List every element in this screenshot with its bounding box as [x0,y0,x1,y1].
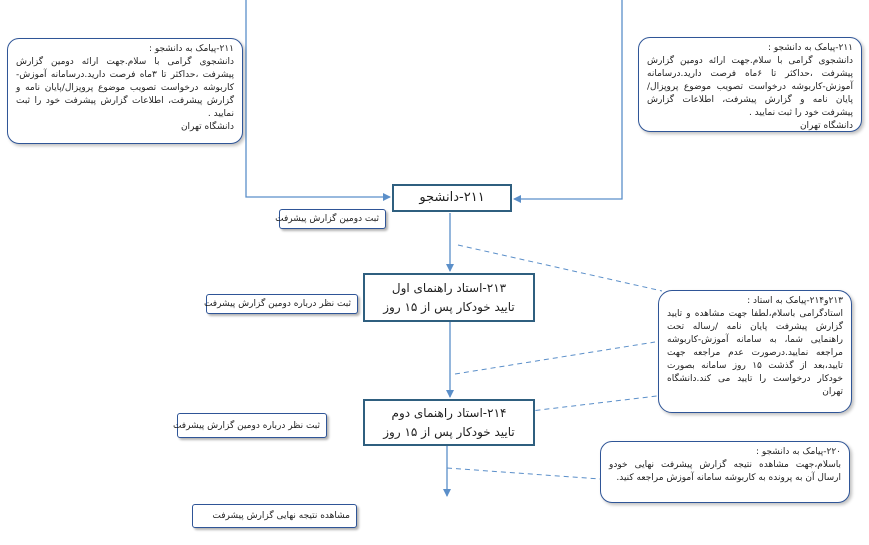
advisor2-tag-label: ثبت نظر درباره دومین گزارش پیشرفت [172,421,320,431]
advisor2-node: ۲۱۴-استاد راهنمای دوم تایید خودکار پس از… [363,399,535,446]
sms-callout-result: ۲۲۰-پیامک به دانشجو : باسلام،جهت مشاهده … [600,441,850,503]
advisor1-tag-label: ثبت نظر درباره دومین گزارش پیشرفت [203,299,351,309]
callout-title: ۲۲۰-پیامک به دانشجو : [755,447,841,457]
sms-callout-top-left: ۲۱۱-پیامک به دانشجو : دانشجوی گرامی با س… [7,38,243,144]
student-tag: ثبت دومین گزارش پیشرفت [275,209,386,229]
sms-callout-top-right: ۲۱۱-پیامک به دانشجو : دانشجوی گرامی با س… [638,37,862,132]
connector-right [513,0,623,203]
dashed-link-1 [457,244,663,292]
sms-callout-advisor: ۲۱۳و۲۱۴-پیامک به استاد : استادگرامی باسل… [658,290,852,413]
advisor2-tag: ثبت نظر درباره دومین گزارش پیشرفت [173,413,327,438]
connector-left [245,0,391,201]
dashed-link-4 [446,467,601,480]
callout-footer: دانشگاه تهران [180,122,234,132]
callout-body: باسلام،جهت مشاهده نتیجه گزارش پیشرفت نها… [609,460,841,483]
callout-body: دانشجوی گرامی با سلام.جهت ارائه دومین گز… [647,56,853,118]
student-node: ۲۱۱-دانشجو [392,184,512,212]
dashed-link-2 [454,341,656,375]
final-result-tag-label: مشاهده نتیجه نهایی گزارش پیشرفت [212,511,350,521]
student-tag-label: ثبت دومین گزارش پیشرفت [275,214,379,224]
advisor1-node-line1: ۲۱۳-استاد راهنمای اول [391,281,507,295]
advisor2-node-line1: ۲۱۴-استاد راهنمای دوم [391,406,507,420]
callout-footer: دانشگاه تهران [799,121,853,131]
final-result-tag: مشاهده نتیجه نهایی گزارش پیشرفت [192,504,357,528]
dashed-link-3 [454,395,658,421]
advisor1-tag: ثبت نظر درباره دومین گزارش پیشرفت [203,294,358,314]
callout-title: ۲۱۳و۲۱۴-پیامک به استاد : [747,296,843,306]
advisor1-node: ۲۱۳-استاد راهنمای اول تایید خودکار پس از… [363,273,535,322]
advisor1-node-line2: تایید خودکار پس از ۱۵ روز [383,300,515,314]
student-node-label: ۲۱۱-دانشجو [419,190,485,205]
callout-body: استادگرامی باسلام،لطفا جهت مشاهده و تایی… [667,309,844,397]
callout-title: ۲۱۱-پیامک به دانشجو : [767,43,853,53]
advisor2-node-line2: تایید خودکار پس از ۱۵ روز [383,425,515,439]
callout-title: ۲۱۱-پیامک به دانشجو : [148,44,234,54]
callout-body: دانشجوی گرامی با سلام.جهت ارائه دومین گز… [16,57,235,119]
